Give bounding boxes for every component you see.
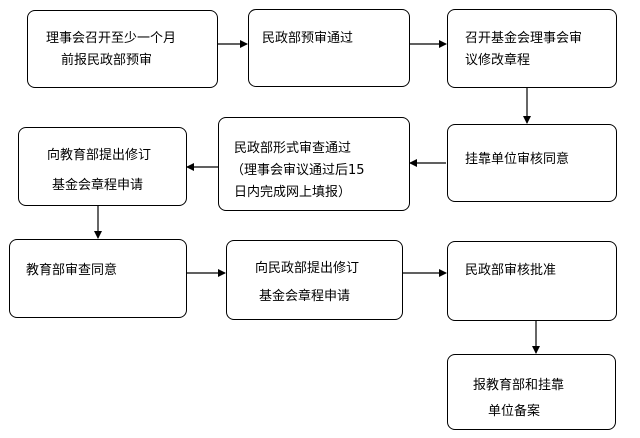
step-text-line: 教育部审查同意 [26, 263, 118, 278]
step-pre-review-passed: 民政部预审通过 [248, 9, 410, 87]
step-council-review-amend: 召开基金会理事会审 议修改章程 [447, 9, 617, 88]
step-civil-affairs-approval: 民政部审核批准 [447, 241, 617, 321]
step-text-line: 向民政部提出修订 [255, 261, 360, 276]
step-text-line: 理事会召开至少一个月 [46, 31, 177, 46]
step-text-line: 前报民政部预审 [61, 53, 153, 68]
step-affiliated-unit-approval: 挂靠单位审核同意 [447, 124, 617, 202]
step-text-line: 基金会章程申请 [52, 178, 144, 193]
step-notify-ministry-pre-review: 理事会召开至少一个月 前报民政部预审 [27, 10, 218, 88]
step-text-line: 报教育部和挂靠 [473, 378, 565, 393]
step-apply-civil-affairs-ministry: 向民政部提出修订 基金会章程申请 [226, 240, 403, 320]
step-text-line: 召开基金会理事会审 [465, 31, 583, 46]
step-text-line: 民政部审核批准 [465, 263, 557, 278]
step-text-line: 向教育部提出修订 [47, 148, 152, 163]
step-formal-review-passed: 民政部形式审查通过 （理事会审议通过后15 日内完成网上填报） [218, 117, 410, 211]
step-text-line: 民政部预审通过 [262, 31, 354, 46]
step-education-ministry-approval: 教育部审查同意 [9, 239, 187, 318]
step-text-line: 单位备案 [488, 404, 541, 419]
step-text-line: （理事会审议通过后15 [231, 163, 365, 178]
step-text-line: 日内完成网上填报） [234, 185, 352, 200]
step-text-line: 基金会章程申请 [259, 289, 351, 304]
step-text-line: 挂靠单位审核同意 [465, 152, 570, 167]
step-text-line: 议修改章程 [465, 53, 531, 68]
step-apply-education-ministry: 向教育部提出修订 基金会章程申请 [18, 127, 187, 206]
step-file-records: 报教育部和挂靠 单位备案 [447, 354, 616, 430]
step-text-line: 民政部形式审查通过 [234, 141, 352, 156]
